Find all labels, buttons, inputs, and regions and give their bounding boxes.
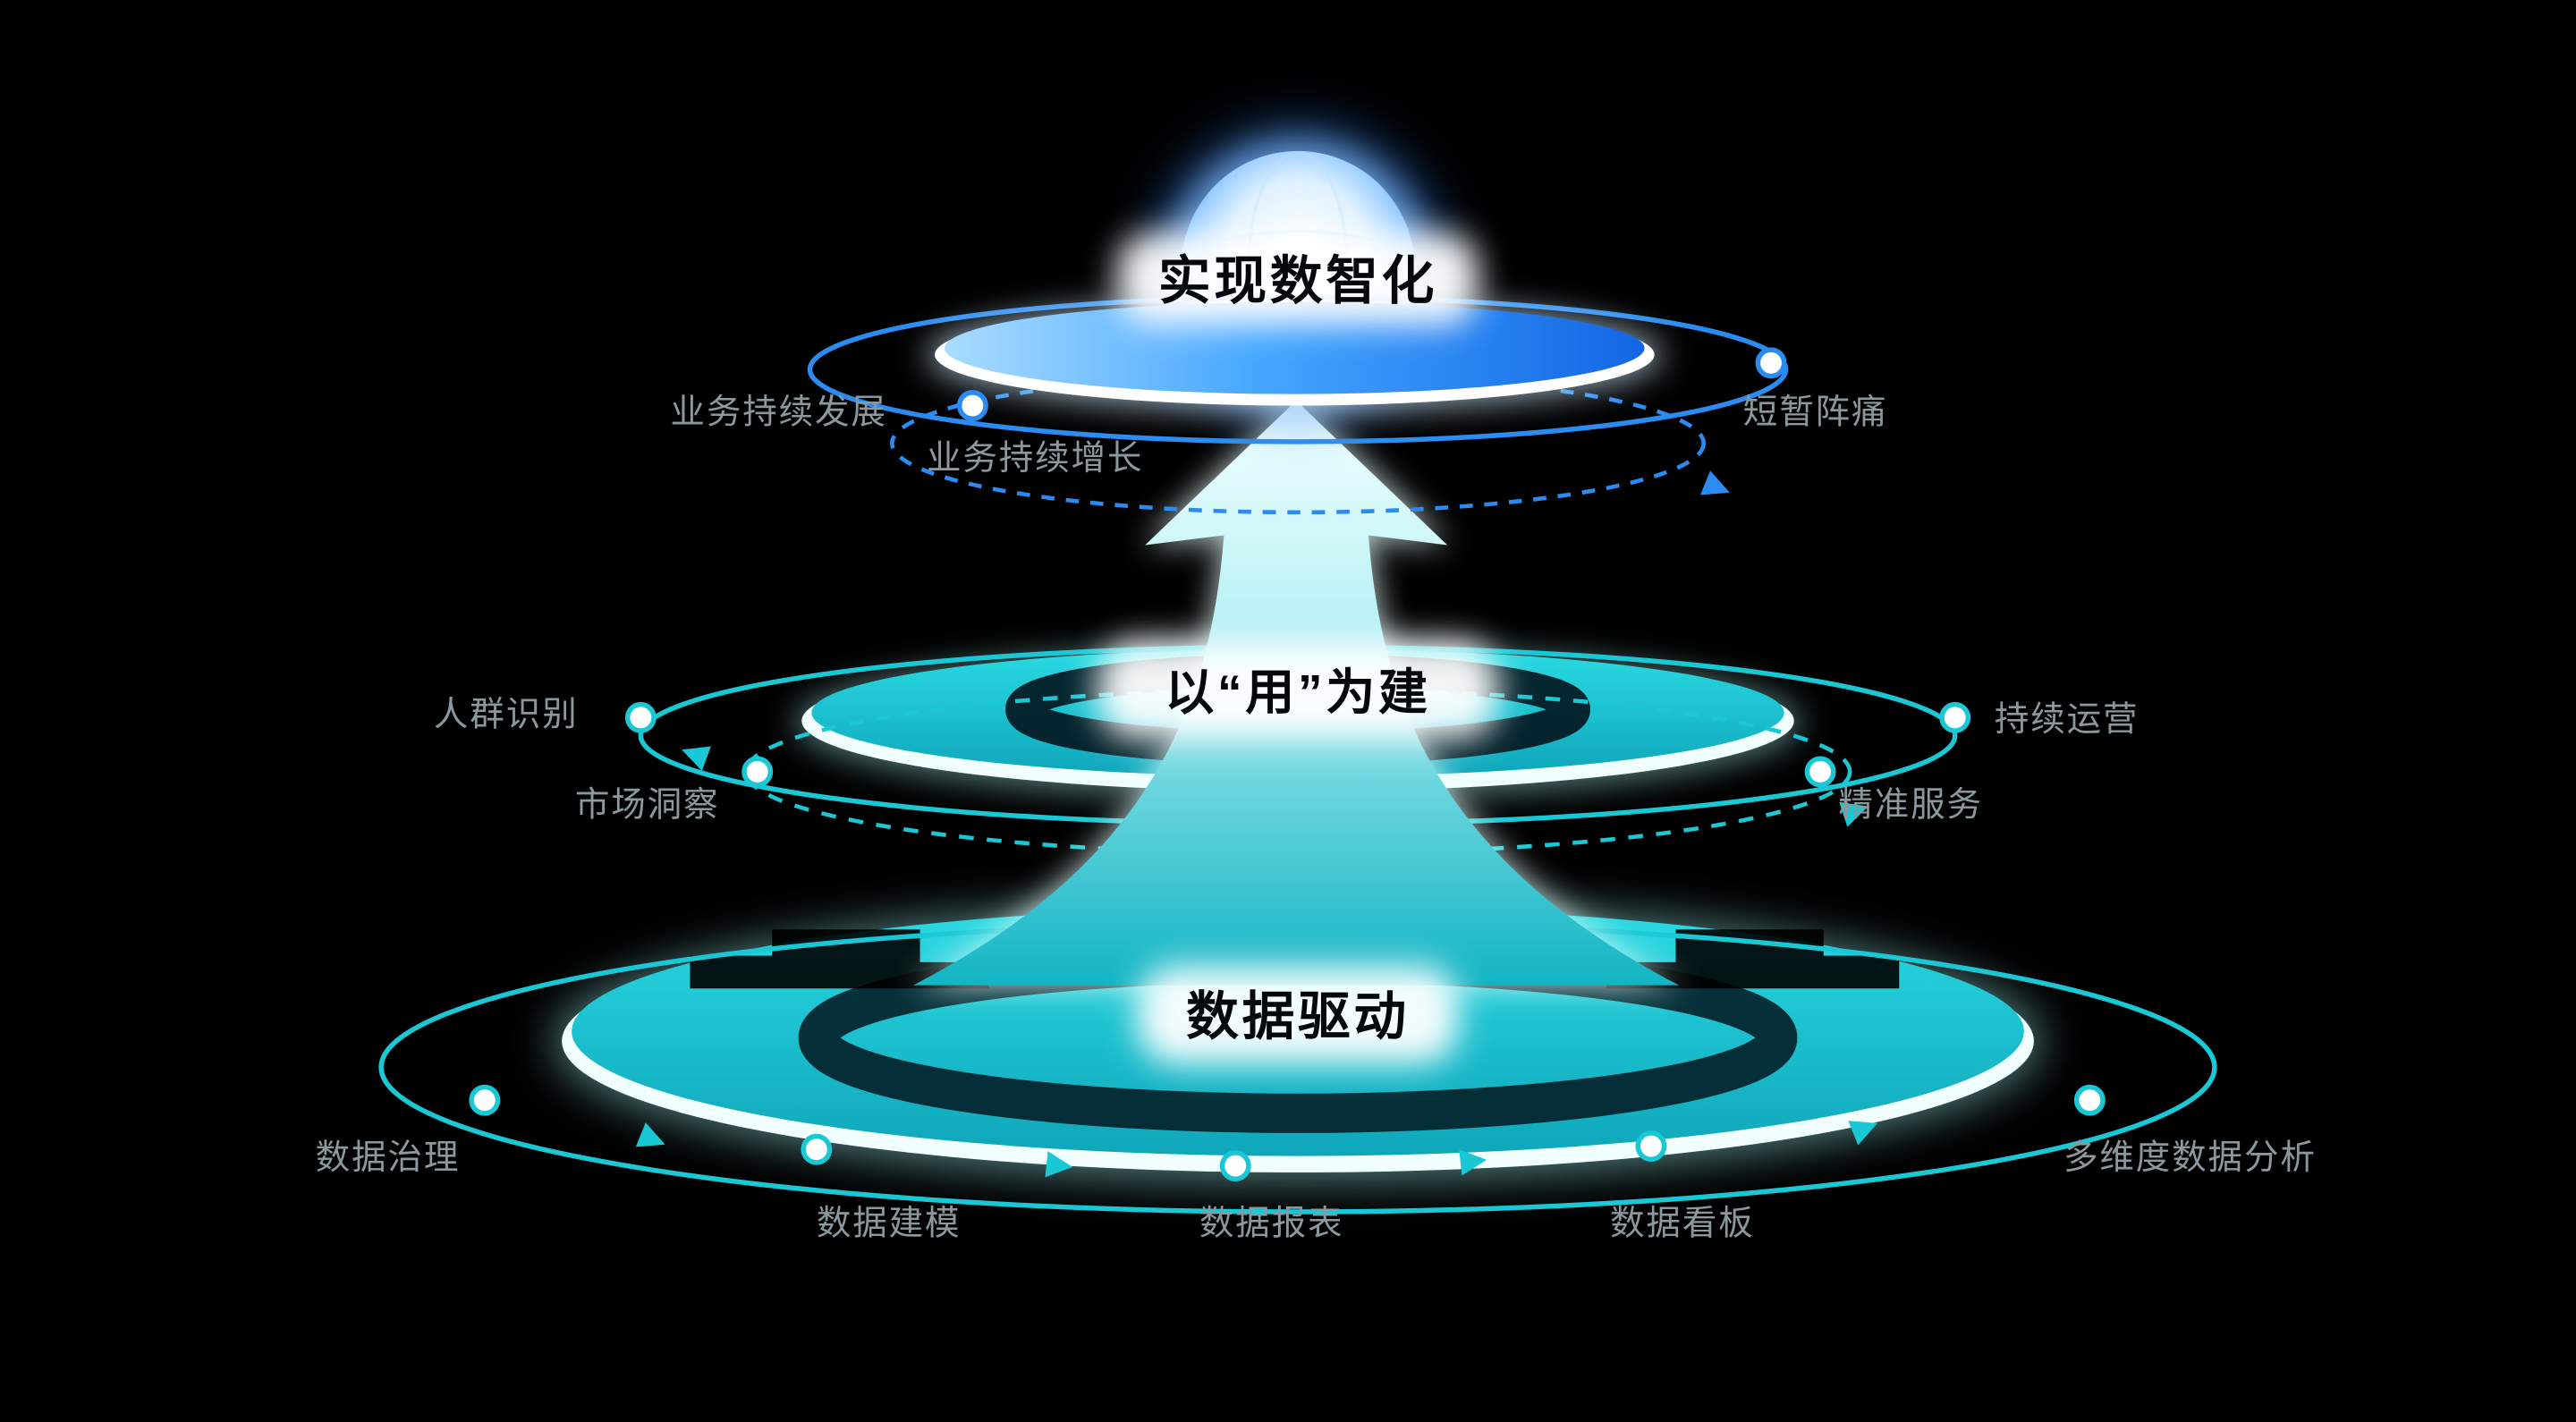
label-business-increase: 业务持续增长 [927,439,1143,478]
bottom-left-step-shape [690,929,989,989]
label-data-dashboard: 数据看板 [1610,1205,1755,1243]
middle-vertical-lines [716,590,1856,825]
top-orbit-arrow [1700,470,1730,495]
top-disc [945,301,1645,394]
label-data-governance: 数据治理 [316,1138,461,1177]
label-business-growth: 业务持续发展 [670,394,886,432]
bottom-label-plate [1137,965,1460,1064]
tier-label-middle: 以“用”为建 [1165,664,1430,720]
tier-label-plates [1097,233,1499,1064]
bottom-vertical-lines [810,1130,1724,1388]
bottom-orbit-nodes [469,1084,2106,1182]
labels-layer: 实现数智化 以“用”为建 数据驱动 业务持续发展 业务持续增长 短暂阵痛 人群识… [316,252,2317,1243]
middle-label-plate [1097,640,1499,740]
label-data-modeling: 数据建模 [817,1205,962,1243]
top-label-plate [1116,233,1479,326]
label-continuous-operation: 持续运营 [1995,700,2140,739]
middle-orbit-nodes [624,701,1971,788]
bottom-orbit-arrows [635,1121,1878,1178]
label-crowd-identify: 人群识别 [434,696,579,734]
tier-label-top: 实现数智化 [1158,252,1437,310]
label-multi-dim-analysis: 多维度数据分析 [2063,1138,2317,1177]
middle-orbit-arrows [682,746,1868,827]
label-market-insight: 市场洞察 [575,786,720,825]
label-data-report: 数据报表 [1199,1205,1344,1243]
top-vertical-lines [970,226,1695,516]
label-precise-service: 精准服务 [1838,786,1983,825]
bottom-right-step-shape [1606,929,1900,989]
bottom-tier [378,902,2217,1388]
tier-label-bottom: 数据驱动 [1186,988,1410,1046]
label-short-pain: 短暂阵痛 [1743,394,1888,432]
